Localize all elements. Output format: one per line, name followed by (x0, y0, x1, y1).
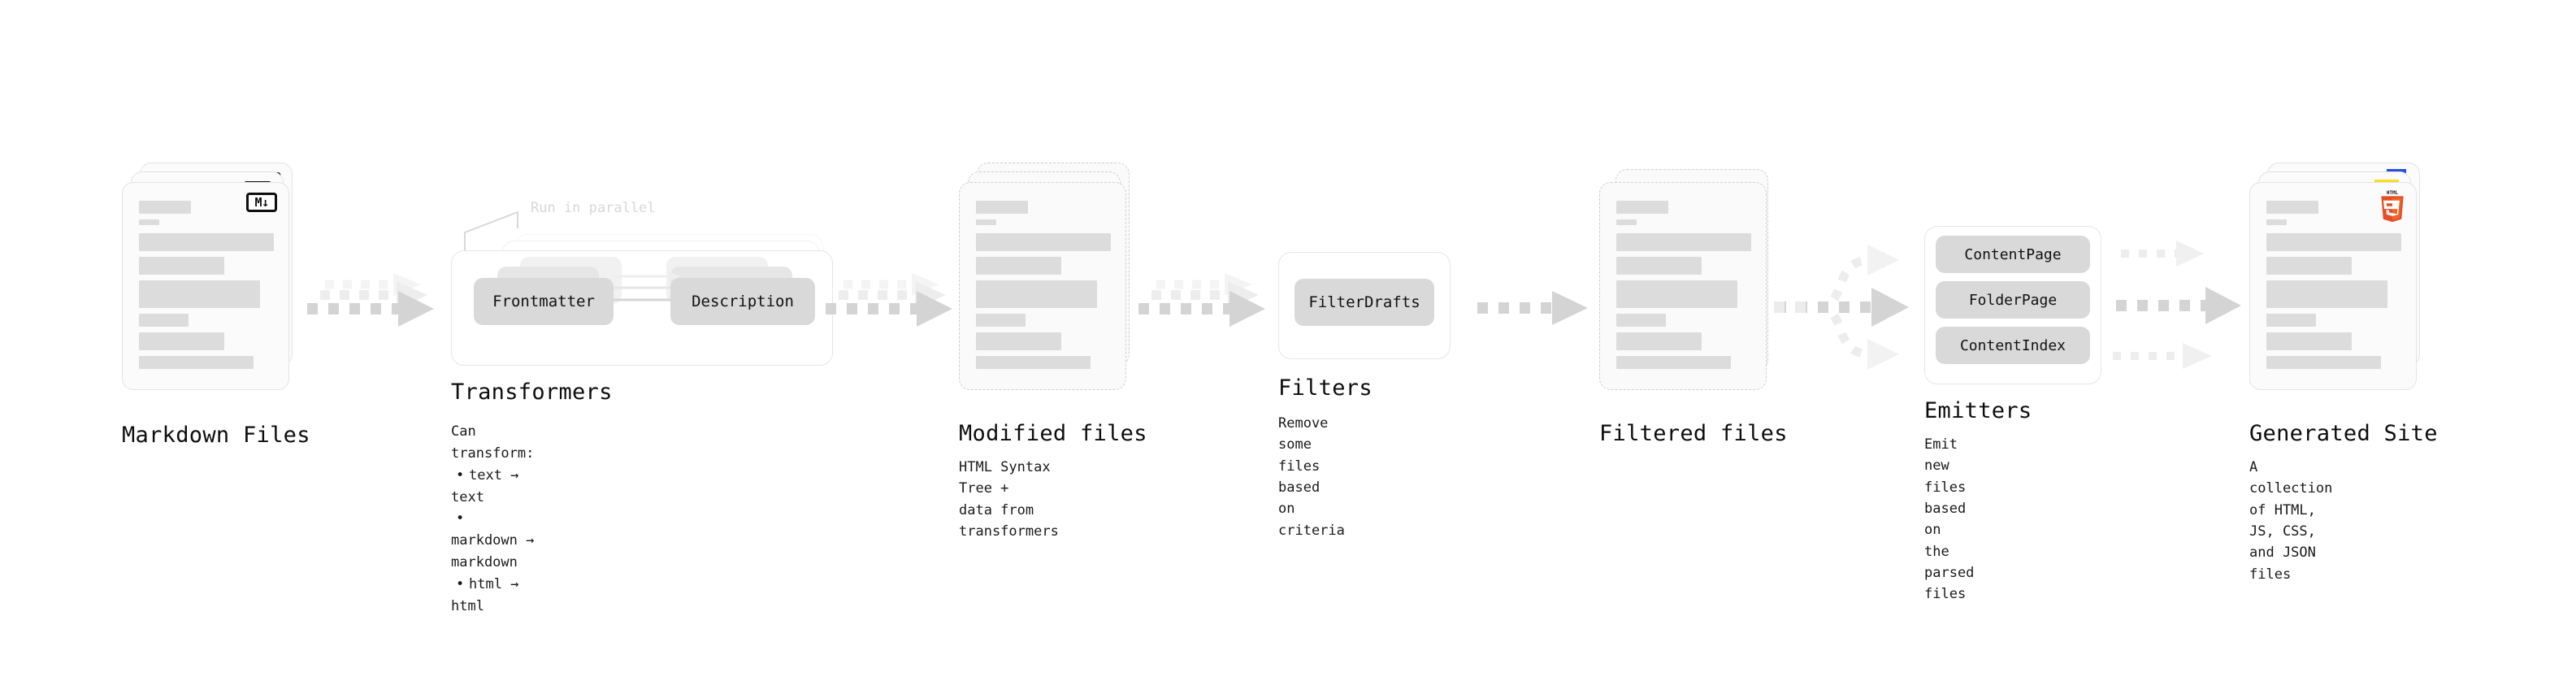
markdown-badge-front: M↓ (246, 193, 277, 212)
filtered-files-stack (1599, 163, 1770, 390)
filters-title: Filters (1278, 375, 1373, 401)
markdown-files-title: Markdown Files (122, 423, 310, 448)
parallel-arrow-top (2121, 241, 2204, 267)
fan-branch-middle (1776, 288, 1909, 327)
transformer-capability-0: text → text (451, 466, 519, 505)
transformers-lead: Can transform: (451, 423, 535, 462)
document-sheet-front: M↓ (122, 182, 289, 390)
emitter-pill-contentindex[interactable]: ContentIndex (1936, 327, 2090, 364)
transformers-description: Can transform: text → text markdown → ma… (451, 421, 534, 618)
dotted-arrow-solid (1477, 291, 1588, 325)
parallel-arrow-bottom (2113, 343, 2212, 369)
emitter-pill-folderpage[interactable]: FolderPage (1936, 281, 2090, 319)
parallel-arrow-middle (2116, 287, 2241, 324)
transformers-title: Transformers (451, 380, 613, 405)
generated-site-title: Generated Site (2249, 421, 2438, 446)
transformer-pill-frontmatter[interactable]: Frontmatter (474, 278, 614, 325)
connector-filters-to-filtered (1472, 288, 1602, 349)
svg-text:HTML: HTML (2387, 191, 2398, 196)
html5-icon: HTML (2381, 191, 2404, 223)
filter-pill-filterdrafts[interactable]: FilterDrafts (1295, 279, 1434, 326)
filtered-files-title: Filtered files (1599, 421, 1788, 446)
transformer-capability-1: markdown → markdown (451, 532, 535, 571)
document-content-lines (976, 201, 1111, 375)
connector-modified-to-filters (1134, 268, 1272, 361)
transformer-capability-2: html → html (451, 576, 519, 614)
emitter-pill-contentpage[interactable]: ContentPage (1936, 236, 2090, 273)
connector-emitters-to-site (2113, 226, 2267, 392)
run-in-parallel-bracket (451, 195, 549, 255)
markdown-icon: M↓ (246, 193, 277, 212)
run-in-parallel-note: Run in parallel (531, 200, 656, 216)
generated-site-stack: CSS HTML (2249, 163, 2420, 390)
inner-arrow-faint (615, 271, 680, 281)
connector-filtered-to-emitters (1774, 226, 1926, 392)
html5-badge-wrap: HTML (2379, 189, 2406, 227)
emitters-description: Emit new files based on the parsed files (1924, 436, 1975, 603)
markdown-files-stack: M↓ M↓ M↓ (122, 163, 293, 390)
document-sheet-front (1599, 182, 1767, 390)
connector-md-to-transformers (302, 268, 440, 361)
transformer-pill-description[interactable]: Description (670, 278, 815, 325)
document-content-lines (1616, 201, 1751, 375)
dotted-arrow-solid (1138, 291, 1265, 327)
document-content-lines (139, 201, 274, 375)
document-sheet-front: HTML (2249, 182, 2417, 390)
emitters-title: Emitters (1924, 398, 2032, 423)
modified-files-stack (959, 163, 1130, 390)
dotted-arrow-solid (307, 291, 434, 327)
document-sheet-front (959, 182, 1126, 390)
document-content-lines (2266, 201, 2401, 375)
generated-site-description: A collection of HTML, JS, CSS, and JSON … (2249, 459, 2333, 583)
filters-description: Remove some files based on criteria (1278, 415, 1345, 539)
connector-transformers-to-modified (821, 268, 959, 361)
dotted-arrow-solid (826, 291, 952, 327)
modified-files-title: Modified files (959, 421, 1147, 446)
modified-files-description: HTML Syntax Tree + data from transformer… (959, 459, 1059, 540)
